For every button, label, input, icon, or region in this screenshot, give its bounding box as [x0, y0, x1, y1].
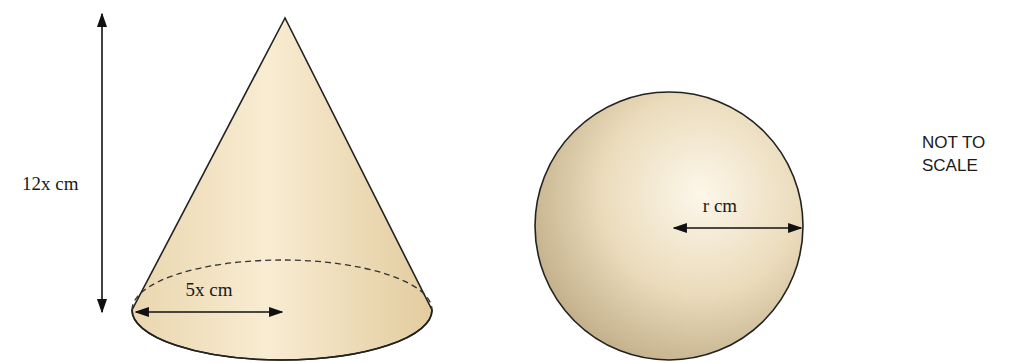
sphere — [535, 92, 803, 360]
dimension-label: 5x cm — [186, 279, 233, 301]
scale-note: NOT TO SCALE — [922, 132, 1008, 178]
radius-arrow — [136, 311, 282, 313]
cone — [132, 18, 432, 360]
height-arrow — [101, 14, 103, 312]
radius-arrow — [674, 227, 801, 229]
dimension-label: r cm — [703, 195, 737, 217]
dimension-label: 12x cm — [22, 173, 78, 195]
